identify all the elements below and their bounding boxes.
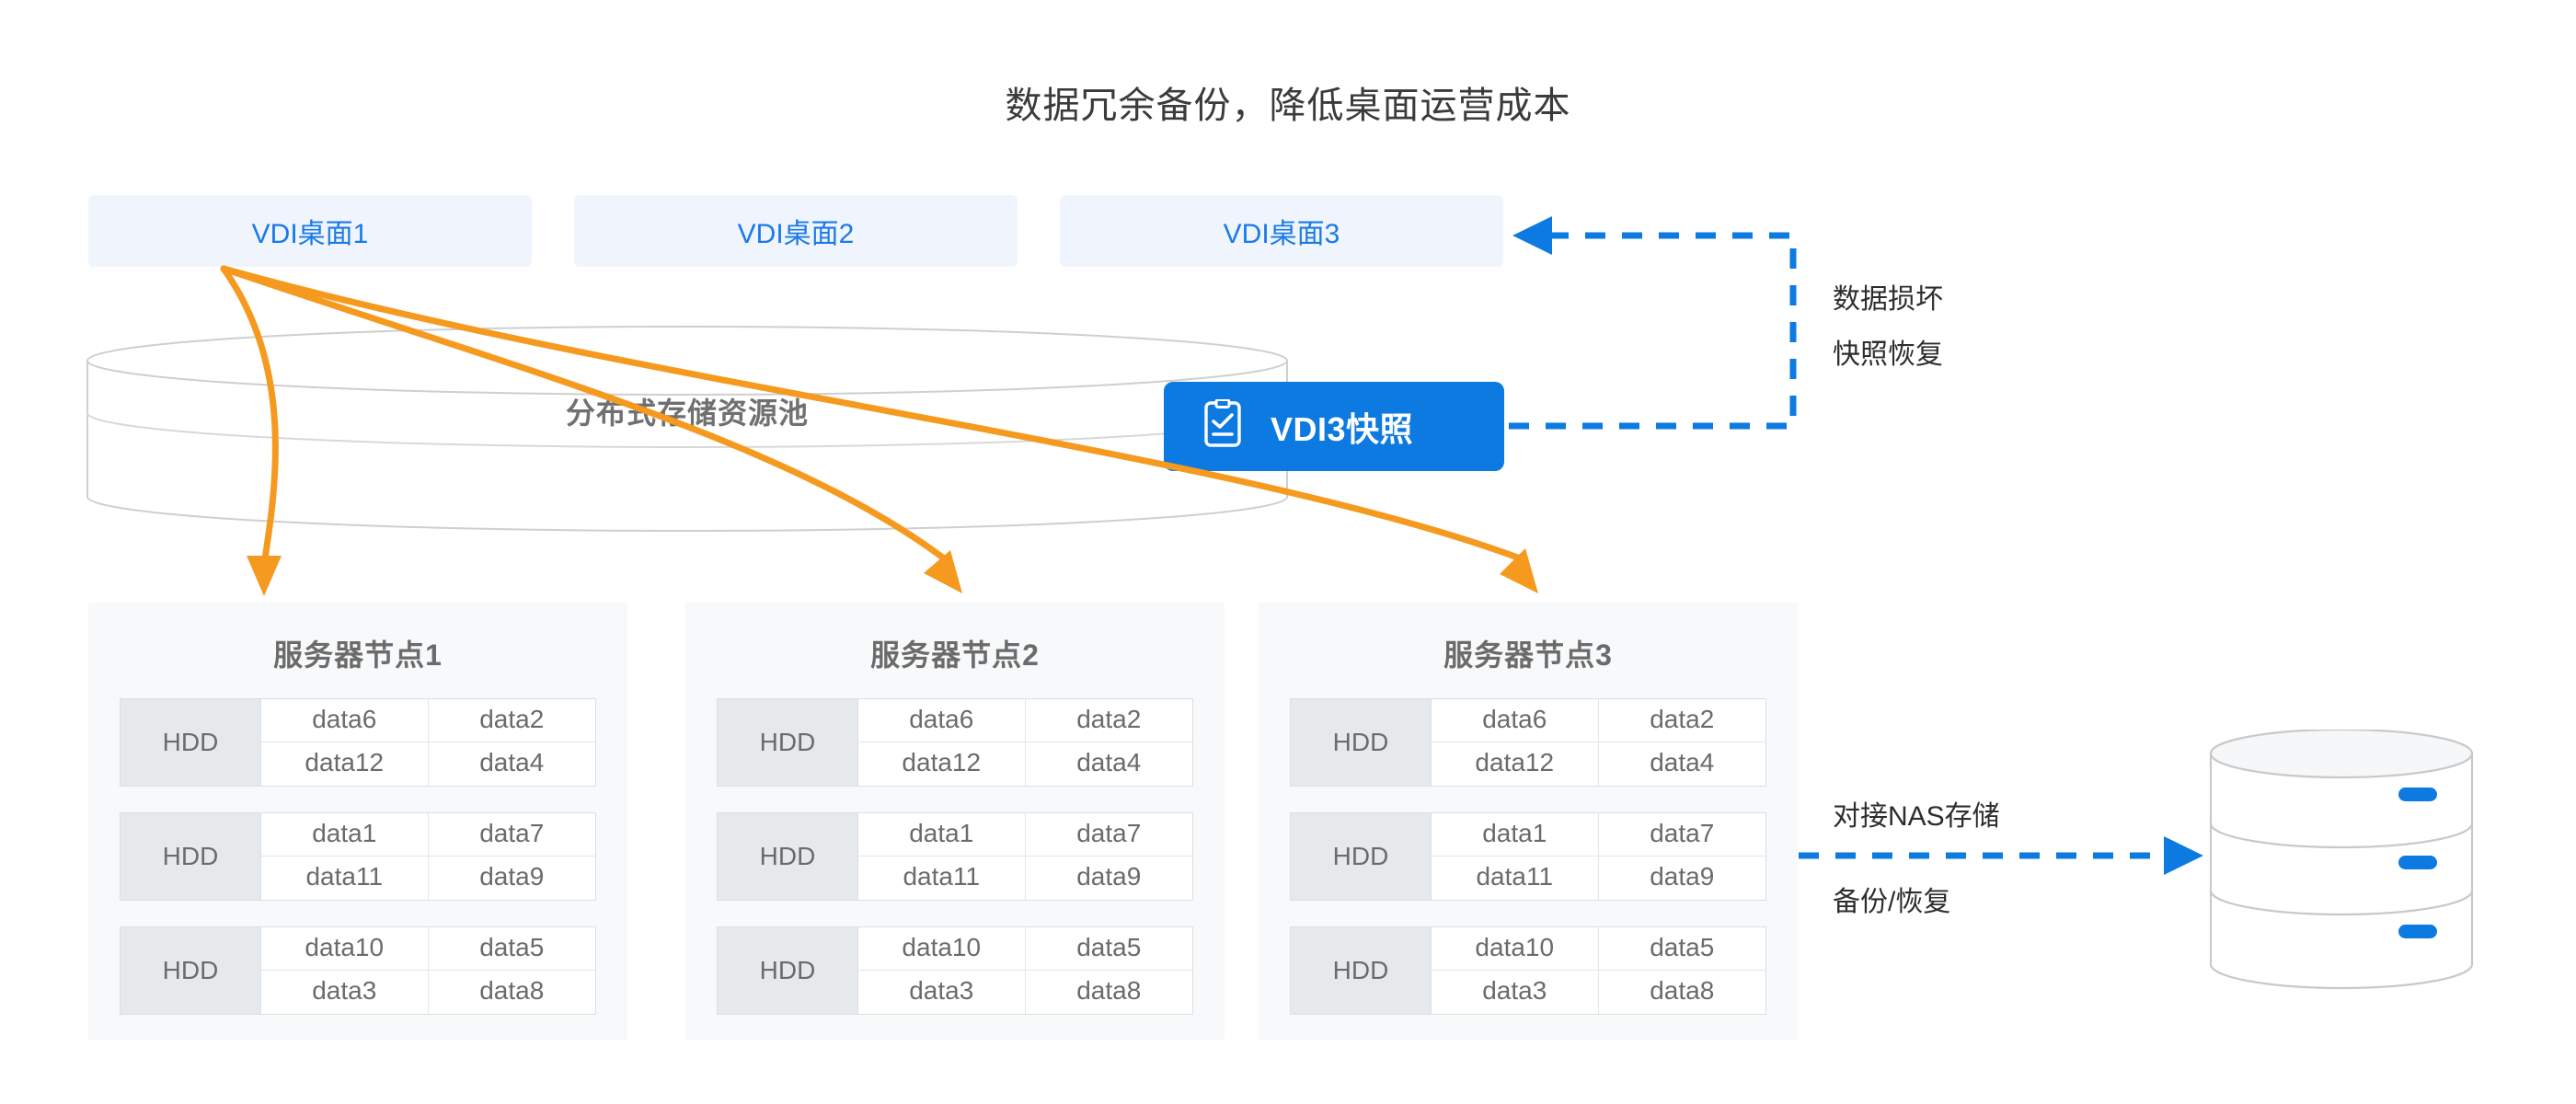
hdd-data-cell: data11 — [858, 857, 1026, 900]
server-node-2-disk-list: HDD data6 data2 data12 data4 HDD data1 d… — [685, 698, 1225, 1015]
hdd-row: HDD data6 data2 data12 data4 — [717, 698, 1193, 787]
hdd-data-cell: data5 — [428, 927, 595, 971]
hdd-row: HDD data10 data5 data3 data8 — [717, 926, 1193, 1015]
storage-pool-label: 分布式存储资源池 — [565, 397, 809, 430]
hdd-data-cell: data7 — [1598, 813, 1765, 857]
server-node-1: 服务器节点1 HDD data6 data2 data12 data4 HDD … — [88, 603, 627, 1040]
nas-backup-connector — [1799, 836, 2203, 875]
hdd-data-grid: data6 data2 data12 data4 — [858, 699, 1192, 786]
vdi-desktop-2-label: VDI桌面2 — [737, 219, 855, 249]
hdd-data-cell: data11 — [1432, 857, 1599, 900]
storage-pool-cylinder: 分布式存储资源池 — [85, 324, 1290, 535]
server-node-3: 服务器节点3 HDD data6 data2 data12 data4 HDD … — [1259, 603, 1798, 1040]
server-node-1-title: 服务器节点1 — [273, 638, 443, 672]
server-node-1-disk-list: HDD data6 data2 data12 data4 HDD data1 d… — [88, 698, 627, 1015]
annotation-snapshot-restore: 快照恢复 — [1833, 339, 1943, 370]
vdi-desktop-1[interactable]: VDI桌面1 — [88, 195, 532, 267]
clipboard-check-icon — [1202, 398, 1243, 454]
annotation-data-damage: 数据损坏 — [1833, 284, 1943, 315]
page-title: 数据冗余备份，降低桌面运营成本 — [1005, 86, 1571, 126]
vdi3-snapshot-label: VDI3快照 — [1271, 409, 1414, 448]
hdd-data-grid: data1 data7 data11 data9 — [261, 813, 595, 900]
hdd-label: HDD — [718, 927, 858, 1014]
hdd-label: HDD — [1291, 699, 1432, 786]
nas-storage-icon — [2205, 730, 2478, 999]
server-node-3-title: 服务器节点3 — [1443, 638, 1613, 672]
hdd-data-cell: data1 — [261, 813, 429, 857]
hdd-data-cell: data1 — [1432, 813, 1599, 857]
hdd-data-cell: data11 — [261, 857, 429, 900]
hdd-data-cell: data7 — [1025, 813, 1192, 857]
hdd-label: HDD — [121, 813, 261, 900]
hdd-data-grid: data10 data5 data3 data8 — [1432, 927, 1765, 1014]
hdd-row: HDD data10 data5 data3 data8 — [120, 926, 596, 1015]
hdd-data-cell: data9 — [479, 862, 545, 891]
database-stack-shape — [2209, 730, 2474, 990]
hdd-data-cell: data7 — [428, 813, 595, 857]
vdi-desktop-3-label: VDI桌面3 — [1223, 219, 1340, 249]
hdd-data-cell: data3 — [858, 971, 1026, 1014]
hdd-data-cell: data2 — [1598, 699, 1765, 742]
vdi-desktop-3[interactable]: VDI桌面3 — [1060, 195, 1503, 267]
hdd-label: HDD — [1291, 927, 1432, 1014]
hdd-label: HDD — [121, 699, 261, 786]
hdd-data-cell: data10 — [1432, 927, 1599, 971]
hdd-data-grid: data10 data5 data3 data8 — [261, 927, 595, 1014]
hdd-label: HDD — [121, 927, 261, 1014]
annotation-backup-restore: 备份/恢复 — [1833, 887, 1951, 917]
hdd-data-cell: data12 — [858, 742, 1026, 786]
hdd-data-cell: data4 — [1076, 748, 1142, 776]
hdd-data-cell: data2 — [1025, 699, 1192, 742]
hdd-data-grid: data1 data7 data11 data9 — [1432, 813, 1765, 900]
server-node-3-disk-list: HDD data6 data2 data12 data4 HDD data1 d… — [1259, 698, 1798, 1015]
hdd-label: HDD — [718, 813, 858, 900]
hdd-data-cell: data3 — [261, 971, 429, 1014]
hdd-data-cell: data4 — [479, 748, 545, 776]
hdd-data-cell: data10 — [858, 927, 1026, 971]
hdd-data-cell: data9 — [1650, 862, 1715, 891]
hdd-row: HDD data10 data5 data3 data8 — [1290, 926, 1766, 1015]
server-node-2: 服务器节点2 HDD data6 data2 data12 data4 HDD … — [685, 603, 1225, 1040]
hdd-data-cell: data5 — [1025, 927, 1192, 971]
hdd-data-cell: data5 — [1598, 927, 1765, 971]
hdd-row: HDD data1 data7 data11 data9 — [1290, 812, 1766, 901]
hdd-data-cell: data4 — [1650, 748, 1715, 776]
hdd-data-cell: data8 — [1076, 976, 1142, 1005]
hdd-label: HDD — [1291, 813, 1432, 900]
hdd-data-grid: data6 data2 data12 data4 — [261, 699, 595, 786]
annotation-nas-connect: 对接NAS存储 — [1833, 801, 2000, 832]
hdd-data-cell: data3 — [1432, 971, 1599, 1014]
hdd-data-grid: data6 data2 data12 data4 — [1432, 699, 1765, 786]
hdd-data-cell: data12 — [1432, 742, 1599, 786]
hdd-data-cell: data6 — [261, 699, 429, 742]
hdd-data-cell: data10 — [261, 927, 429, 971]
snapshot-restore-connector — [1509, 216, 1797, 430]
vdi-desktop-2[interactable]: VDI桌面2 — [574, 195, 1018, 267]
hdd-row: HDD data1 data7 data11 data9 — [120, 812, 596, 901]
hdd-data-cell: data1 — [858, 813, 1026, 857]
hdd-data-cell: data6 — [1432, 699, 1599, 742]
hdd-data-grid: data10 data5 data3 data8 — [858, 927, 1192, 1014]
server-node-2-title: 服务器节点2 — [870, 638, 1040, 672]
hdd-data-cell: data8 — [1650, 976, 1715, 1005]
hdd-label: HDD — [718, 699, 858, 786]
hdd-data-cell: data2 — [428, 699, 595, 742]
hdd-row: HDD data6 data2 data12 data4 — [1290, 698, 1766, 787]
hdd-data-cell: data6 — [858, 699, 1026, 742]
hdd-data-cell: data8 — [479, 976, 545, 1005]
hdd-data-cell: data9 — [1076, 862, 1142, 891]
vdi3-snapshot-badge[interactable]: VDI3快照 — [1164, 382, 1504, 471]
hdd-row: HDD data1 data7 data11 data9 — [717, 812, 1193, 901]
vdi-desktop-1-label: VDI桌面1 — [251, 219, 369, 249]
hdd-row: HDD data6 data2 data12 data4 — [120, 698, 596, 787]
hdd-data-cell: data12 — [261, 742, 429, 786]
hdd-data-grid: data1 data7 data11 data9 — [858, 813, 1192, 900]
